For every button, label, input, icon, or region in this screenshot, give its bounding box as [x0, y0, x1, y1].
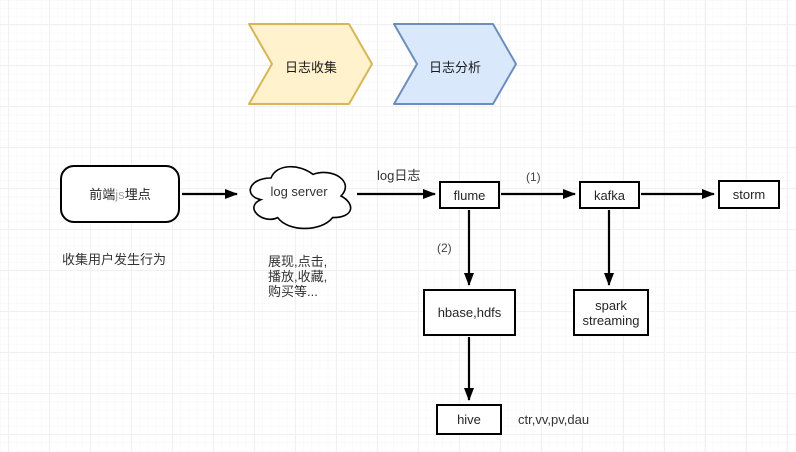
node-kafka: kafka: [579, 181, 640, 209]
spark-label-line1: spark: [595, 297, 627, 313]
edge-label-log: log日志: [377, 168, 421, 183]
frontend-label-pre: 前端: [89, 186, 116, 202]
node-storm: storm: [718, 180, 780, 209]
caption-cloud-line1: 展现,点击,: [268, 254, 328, 269]
node-frontend-js: 前端js埋点: [60, 165, 180, 223]
frontend-label-post: 埋点: [124, 186, 151, 202]
node-log-server-label: log server: [270, 184, 328, 199]
caption-cloud-line3: 购买等...: [268, 284, 318, 299]
label-hive-metrics: ctr,vv,pv,dau: [518, 412, 590, 427]
caption-frontend: 收集用户发生行为: [62, 252, 167, 267]
cloud-shape: [249, 165, 352, 230]
stage-chevron-analyze: [393, 23, 517, 105]
node-flume: flume: [439, 181, 500, 209]
node-hbase-hdfs: hbase,hdfs: [423, 289, 516, 336]
caption-cloud-line2: 播放,收藏,: [268, 269, 328, 284]
node-frontend-js-label: 前端js埋点: [89, 187, 150, 202]
node-hive: hive: [436, 404, 502, 435]
stage-chevron-collect: [248, 23, 373, 105]
edge-label-2: (2): [437, 241, 452, 255]
frontend-label-js: js: [115, 186, 125, 202]
stage-label-collect: 日志收集: [284, 60, 337, 75]
stage-label-analyze: 日志分析: [428, 60, 481, 75]
spark-label-line2: streaming: [582, 312, 640, 328]
edge-label-1: (1): [526, 170, 541, 184]
node-spark-streaming: spark streaming: [573, 289, 649, 336]
